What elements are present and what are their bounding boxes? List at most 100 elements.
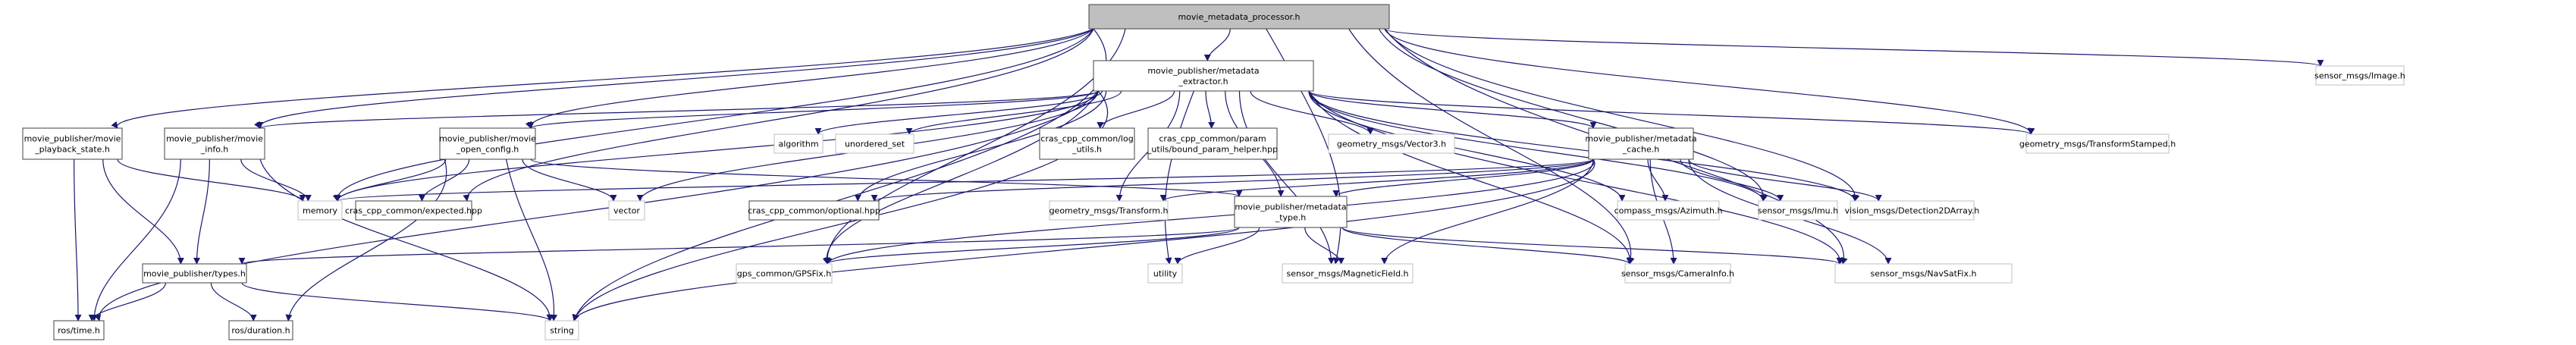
edge-extractor-to-navsatfix <box>1308 90 1845 265</box>
node-label: memory <box>303 206 337 216</box>
node-playback-state[interactable]: movie_publisher/movie_playback_state.h <box>22 127 123 160</box>
edge-extractor-to-open_config <box>527 90 1099 129</box>
node-label: ros/duration.h <box>231 326 290 336</box>
node-label: algorithm <box>778 140 818 149</box>
node-label: _playback_state.h <box>34 145 110 155</box>
node-cache[interactable]: movie_publisher/metadata_cache.h <box>1585 127 1697 160</box>
node-label: movie_publisher/types.h <box>143 269 246 279</box>
node-label: _utils/bound_param_helper.hpp <box>1147 145 1278 155</box>
edge-open_config-to-ros_duration <box>285 158 447 321</box>
edge-root-to-extractor <box>1203 28 1231 61</box>
node-label: _open_config.h <box>456 145 519 155</box>
edge-extractor-to-optional <box>854 90 1107 202</box>
node-label: vector <box>613 206 640 216</box>
node-label: gps_common/GPSFix.h <box>737 269 832 279</box>
edge-extractor-to-vector3 <box>1250 90 1374 135</box>
node-label: _type.h <box>1275 213 1307 223</box>
node-memory: memory <box>297 200 343 221</box>
edge-extractor-to-bound_param <box>1205 90 1216 129</box>
node-string: string <box>544 320 579 340</box>
edge-cache-to-string <box>572 158 1595 321</box>
node-box <box>1147 263 1183 284</box>
node-box <box>1834 263 2013 284</box>
node-box <box>53 320 105 340</box>
edge-extractor-to-transform_stamped <box>1308 90 2035 135</box>
edge-root-to-image <box>1384 28 2323 67</box>
edge-extractor-to-cache <box>1308 90 1597 129</box>
node-extractor[interactable]: movie_publisher/metadata_extractor.h <box>1093 60 1314 92</box>
node-azimuth: compass_msgs/Azimuth.h <box>1614 200 1722 221</box>
node-label: sensor_msgs/MagneticField.h <box>1286 269 1408 279</box>
edge-metadata_type-to-types <box>239 227 1240 265</box>
edge-extractor-to-memory <box>334 90 1099 202</box>
node-types[interactable]: movie_publisher/types.h <box>142 263 247 284</box>
node-box <box>1588 127 1694 160</box>
node-bound-param[interactable]: cras_cpp_common/param_utils/bound_param_… <box>1147 127 1278 160</box>
edge-extractor-to-magnetic <box>1238 90 1335 265</box>
node-label: sensor_msgs/Imu.h <box>1758 206 1838 216</box>
node-box <box>1850 200 1975 221</box>
node-label: movie_publisher/movie <box>439 134 536 144</box>
edge-cache-to-transform <box>1159 158 1594 202</box>
node-magnetic: sensor_msgs/MagneticField.h <box>1282 263 1414 284</box>
edge-open_config-to-vector <box>522 158 617 202</box>
node-metadata-type[interactable]: movie_publisher/metadata_type.h <box>1234 196 1348 228</box>
edge-open_config-to-metadata_type <box>530 158 1243 197</box>
node-label: utility <box>1153 269 1178 279</box>
node-box <box>1093 60 1314 92</box>
node-box <box>1328 133 1455 154</box>
node-label: movie_publisher/metadata <box>1585 134 1696 144</box>
node-imu: sensor_msgs/Imu.h <box>1758 200 1838 221</box>
edge-extractor-to-ros_time <box>94 90 1099 321</box>
edge-root-to-string <box>573 28 1107 321</box>
edge-root-to-transform_stamped <box>1384 28 2035 135</box>
edge-cache-to-detection2d <box>1688 158 1882 202</box>
node-label: sensor_msgs/CameraInfo.h <box>1621 269 1734 279</box>
node-transform: geometry_msgs/Transform.h <box>1049 200 1169 221</box>
edge-metadata_type-to-camera_info <box>1341 227 1633 265</box>
edge-types-to-string <box>241 282 554 321</box>
edge-extractor-to-imu <box>1308 90 1767 202</box>
node-root[interactable]: movie_metadata_processor.h <box>1088 4 1390 30</box>
node-box <box>1088 4 1390 30</box>
node-ros-time[interactable]: ros/time.h <box>53 320 105 340</box>
node-expected[interactable]: cras_cpp_common/expected.hpp <box>345 200 482 221</box>
edge-metadata_type-to-gpsfix <box>824 227 1240 265</box>
edge-cache-to-imu <box>1680 158 1784 202</box>
node-ros-duration[interactable]: ros/duration.h <box>228 320 293 340</box>
node-box <box>439 127 536 160</box>
node-label: vision_msgs/Detection2DArray.h <box>1845 206 1980 216</box>
edge-metadata_type-to-utility <box>1174 227 1260 265</box>
node-box <box>1147 127 1278 160</box>
node-label: cras_cpp_common/optional.hpp <box>748 206 880 216</box>
node-algorithm: algorithm <box>773 133 824 154</box>
node-box <box>1049 200 1169 221</box>
node-box <box>228 320 293 340</box>
edge-root-to-detection2d <box>1384 28 1860 202</box>
edge-metadata_type-to-magnetic <box>1304 227 1345 265</box>
node-box <box>736 263 833 284</box>
edge-cache-to-azimuth <box>1647 158 1669 202</box>
edge-cache-to-memory <box>334 158 1594 202</box>
edge-extractor-to-detection2d <box>1308 90 1859 202</box>
node-label: geometry_msgs/TransformStamped.h <box>2019 140 2176 149</box>
node-label: _utils.h <box>1072 145 1102 155</box>
edge-extractor-to-camera_info <box>1308 90 1634 265</box>
node-label: geometry_msgs/Vector3.h <box>1337 140 1446 149</box>
edge-movie_info-to-memory <box>240 158 312 202</box>
node-label: string <box>550 326 574 336</box>
node-label: cras_cpp_common/log <box>1040 134 1133 144</box>
edge-cache-to-gpsfix <box>825 158 1595 265</box>
node-open-config[interactable]: movie_publisher/movie_open_config.h <box>439 127 536 160</box>
node-box <box>544 320 579 340</box>
node-box <box>22 127 123 160</box>
node-optional[interactable]: cras_cpp_common/optional.hpp <box>748 200 880 221</box>
node-log-utils[interactable]: cras_cpp_common/log_utils.h <box>1039 127 1135 160</box>
node-vector: vector <box>608 200 645 221</box>
edge-cache-to-optional <box>871 158 1594 202</box>
node-box <box>164 127 265 160</box>
edge-types-to-ros_duration <box>210 282 257 321</box>
node-movie-info[interactable]: movie_publisher/movie_info.h <box>164 127 265 160</box>
edge-extractor-to-log_utils <box>1097 90 1175 129</box>
